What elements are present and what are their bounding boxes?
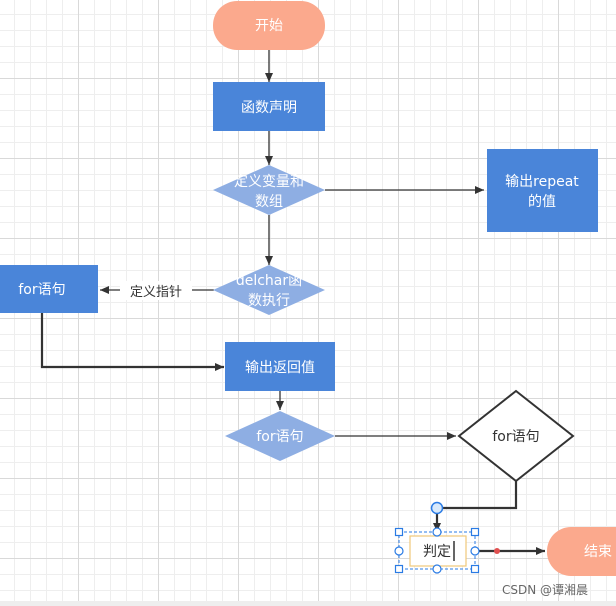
node-for-left[interactable]: for语句 [0,265,98,313]
resize-handle-s[interactable] [432,564,442,574]
delchar-label-line1: delchar函 [236,273,302,289]
bottom-scrollbar[interactable] [0,601,616,606]
judge-label[interactable]: 判定 [423,544,451,560]
node-define-variables[interactable]: 定义变量和 数组 [213,165,325,215]
define-label-line2: 数组 [255,194,283,210]
edge-for-right-to-judge[interactable] [433,481,518,532]
define-label-line1: 定义变量和 [234,174,304,190]
edge-label-define-pointer: 定义指针 [120,281,192,300]
resize-handle-n[interactable] [432,527,442,537]
resize-handle-se[interactable] [470,564,480,574]
define-pointer-label: 定义指针 [130,285,182,300]
judge-edit-box[interactable] [409,535,467,567]
for-right-label: for语句 [492,429,539,445]
node-delchar[interactable]: delchar函 数执行 [213,265,325,315]
node-end[interactable]: 结束 [547,527,616,576]
node-for-mid[interactable]: for语句 [225,411,335,461]
resize-handle-w[interactable] [394,546,404,556]
node-for-right[interactable]: for语句 [457,389,575,483]
connection-point[interactable] [494,548,500,554]
node-judge-selected[interactable]: 判定 [394,501,480,574]
edge-for-left-to-output[interactable] [40,313,224,371]
resize-handle-e[interactable] [470,546,480,556]
for-mid-label: for语句 [256,429,303,445]
rotate-handle[interactable] [430,501,444,515]
resize-handle-ne[interactable] [470,527,480,537]
repeat-label-line2: 的值 [528,194,556,210]
watermark: CSDN @谭湘晨 [502,582,588,597]
output-return-label: 输出返回值 [245,360,315,376]
repeat-label-line1: 输出repeat [505,174,579,190]
start-label: 开始 [255,18,283,34]
node-declare[interactable]: 函数声明 [213,82,325,131]
resize-handle-nw[interactable] [394,527,404,537]
node-output-return[interactable]: 输出返回值 [225,342,335,391]
delchar-label-line2: 数执行 [248,293,290,309]
declare-label: 函数声明 [241,100,297,116]
node-output-repeat[interactable]: 输出repeat 的值 [487,149,598,232]
resize-handle-sw[interactable] [394,564,404,574]
for-left-label: for语句 [18,282,65,298]
node-start[interactable]: 开始 [213,1,325,50]
end-label: 结束 [584,544,612,560]
